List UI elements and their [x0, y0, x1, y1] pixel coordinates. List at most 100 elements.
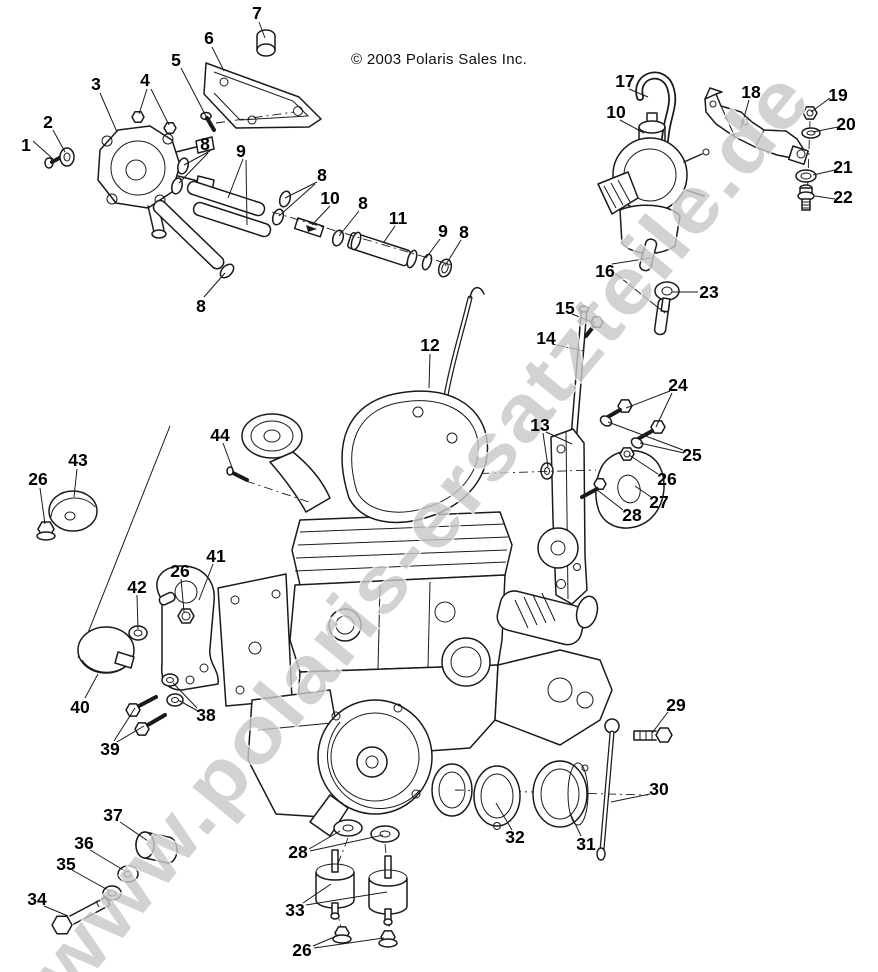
callout-23: 23 [699, 282, 719, 302]
callout-19: 19 [828, 85, 848, 105]
callout-4: 4 [140, 70, 150, 90]
callout-26: 26 [170, 561, 190, 581]
leader-line [180, 67, 209, 121]
callout-10: 10 [320, 188, 340, 208]
leader-line [495, 802, 513, 831]
callout-8: 8 [358, 193, 368, 213]
callout-26: 26 [657, 469, 677, 489]
carburetor-illustration [597, 71, 710, 267]
leader-line [302, 883, 332, 904]
callout-21: 21 [833, 157, 853, 177]
callout-31: 31 [576, 834, 596, 854]
leader-line [812, 169, 836, 176]
callout-35: 35 [56, 854, 76, 874]
callout-16: 16 [595, 261, 615, 281]
engine-core-illustration [77, 286, 649, 837]
callout-28: 28 [622, 505, 642, 525]
leader-line [150, 88, 170, 126]
copyright-text: © 2003 Polaris Sales Inc. [351, 51, 528, 68]
callout-33: 33 [285, 900, 305, 920]
callout-30: 30 [649, 779, 669, 799]
callout-34: 34 [27, 889, 47, 909]
leader-line [571, 313, 596, 324]
leader-line [810, 97, 831, 113]
leader-line [89, 849, 126, 872]
callout-5: 5 [171, 50, 181, 70]
callout-42: 42 [127, 577, 147, 597]
leader-line [183, 150, 211, 166]
lower-left-fasteners-illustration [51, 831, 178, 935]
callout-41: 41 [206, 546, 226, 566]
engine-exploded-illustration [36, 29, 821, 948]
leader-line [611, 270, 666, 314]
callout-8: 8 [196, 296, 206, 316]
callout-10: 10 [606, 102, 626, 122]
leader-line [545, 431, 573, 445]
leader-line [278, 183, 316, 217]
leader-line [655, 392, 673, 428]
leader-line [607, 421, 684, 451]
callout-8: 8 [200, 134, 210, 154]
leader-line [52, 129, 66, 153]
leader-line [203, 272, 226, 298]
leader-line [99, 92, 118, 133]
callout-27: 27 [649, 492, 668, 512]
callout-8: 8 [459, 222, 469, 242]
callout-36: 36 [74, 833, 94, 853]
leader-line [284, 181, 318, 199]
leader-line [39, 487, 46, 525]
leader-line [177, 699, 199, 712]
leader-line [311, 205, 331, 226]
callout-2: 2 [43, 112, 53, 132]
leader-line [32, 140, 54, 160]
leader-line [740, 99, 750, 129]
callout-44: 44 [210, 425, 230, 445]
leader-line [43, 905, 69, 917]
leader-line [569, 812, 582, 837]
leader-lines [32, 21, 839, 949]
leader-line [383, 225, 396, 243]
leader-line [222, 442, 234, 471]
leader-line [551, 343, 585, 352]
callout-13: 13 [530, 415, 550, 435]
leader-line [198, 563, 214, 601]
callout-3: 3 [91, 74, 101, 94]
leader-line [595, 488, 624, 511]
leader-line [136, 594, 139, 630]
leader-line [73, 468, 78, 498]
leader-line [113, 707, 136, 742]
callout-43: 43 [68, 450, 88, 470]
bottom-mounts-illustration [315, 819, 408, 948]
leader-line [634, 485, 652, 498]
callout-9: 9 [438, 221, 448, 241]
leader-line [425, 238, 441, 259]
callout-15: 15 [555, 298, 575, 318]
support-bracket-illustration [704, 87, 821, 211]
callout-26: 26 [28, 469, 48, 489]
leader-line [338, 210, 360, 237]
intake-boot-illustration [473, 718, 673, 861]
fuel-pump-illustration [44, 111, 216, 239]
leader-line [312, 934, 340, 947]
leader-line [138, 88, 148, 115]
leader-line [610, 793, 651, 803]
leader-line [428, 353, 431, 389]
callout-37: 37 [103, 805, 122, 825]
callout-39: 39 [100, 739, 120, 759]
callout-9: 9 [236, 141, 246, 161]
leader-line [619, 119, 645, 134]
leader-line [71, 869, 109, 891]
callout-17: 17 [615, 71, 634, 91]
callout-22: 22 [833, 187, 853, 207]
leader-line [116, 725, 145, 743]
callout-29: 29 [666, 695, 686, 715]
callout-25: 25 [682, 445, 702, 465]
callout-20: 20 [836, 114, 856, 134]
leader-line [227, 158, 244, 199]
fuel-hose-illustration [152, 180, 453, 279]
leader-line [313, 937, 385, 949]
leader-line [211, 46, 225, 72]
